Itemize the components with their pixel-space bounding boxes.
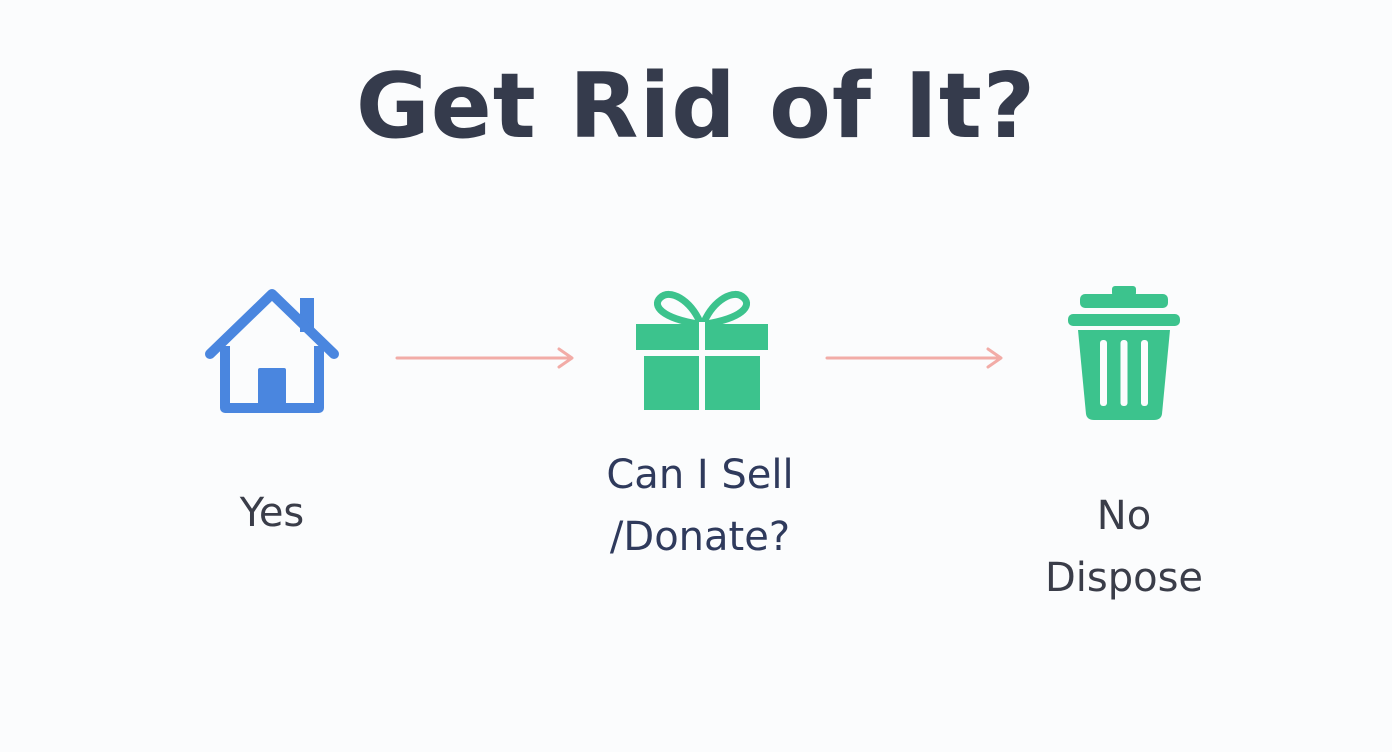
node-label-line: Can I Sell [606, 452, 794, 498]
node-label-line: /Donate? [609, 514, 791, 560]
arrow-right-2 [825, 347, 1003, 369]
diagram-title: Get Rid of It? [355, 54, 1037, 159]
node-label-yes: Yes [172, 482, 372, 544]
node-label-no-dispose: No Dispose [1000, 485, 1248, 609]
node-label-line: No [1096, 493, 1152, 539]
node-label-line: Dispose [1044, 555, 1204, 601]
trash-icon [1068, 286, 1180, 420]
arrow-right-1 [395, 347, 574, 369]
node-label-sell-donate: Can I Sell /Donate? [560, 444, 840, 568]
node-label-line: Yes [239, 490, 305, 536]
gift-icon [636, 290, 768, 412]
house-icon [205, 289, 339, 413]
